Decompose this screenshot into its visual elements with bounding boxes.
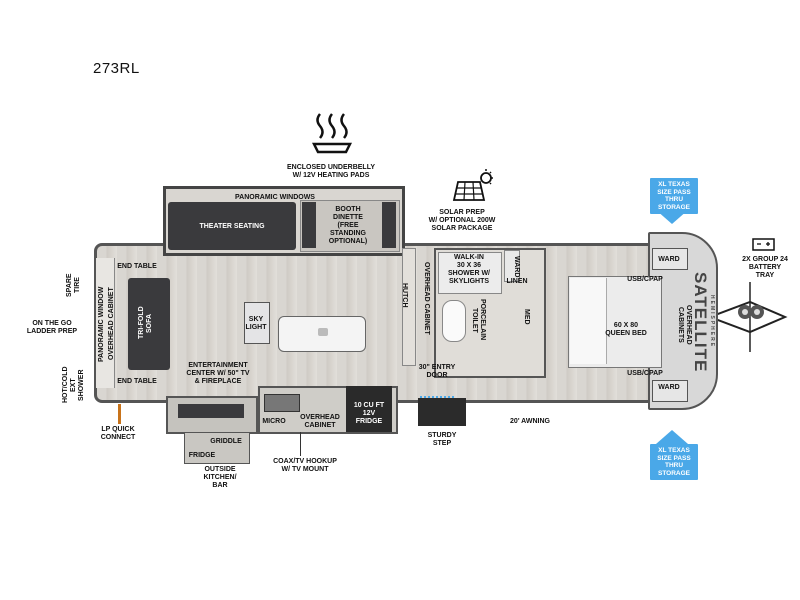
overhead-cabinets-bed-label: OVERHEAD CABINETS [677,305,692,345]
brand-sub-label: HEMISPHERE [709,295,715,349]
queen-bed-label: 60 X 80 QUEEN BED [605,322,647,337]
end-table-bottom-label: END TABLE [117,378,157,385]
solar-panel-icon [452,169,493,201]
porcelain-toilet-label: PORCELAIN TOILET [471,299,486,341]
xl-storage-top-badge: XL TEXAS SIZE PASS THRU STORAGE [650,178,698,214]
battery-icon [752,238,775,251]
enclosed-underbelly-label: ENCLOSED UNDERBELLY W/ 12V HEATING PADS [286,164,376,179]
model-name: 273RL [93,60,140,77]
micro-label: MICRO [262,418,286,425]
brand-logo: SATELLITE [691,271,710,373]
wardrobe-top [652,248,688,270]
arrow-up-icon [656,430,688,444]
walk-in-shower-label: WALK-IN 30 X 36 SHOWER W/ SKYLIGHTS [448,254,490,285]
entry-door[interactable] [420,396,454,399]
overhead-cabinet-bottom-label: OVERHEAD CABINET [300,414,340,429]
linen-label: LINEN [506,278,528,285]
sky-light-label: SKY LIGHT [245,316,267,331]
panoramic-window-side-label: PANORAMIC WINDOW [98,286,105,362]
lp-line [118,404,121,424]
entertainment-center-label: ENTERTAINMENT CENTER W/ 50" TV & FIREPLA… [186,362,250,385]
med-label: MED [523,309,530,325]
fridge-12v [346,386,392,432]
porcelain-toilet [442,300,466,342]
tri-fold-sofa [128,278,170,370]
theater-seating [168,202,296,250]
spare-tire-label: SPARE TIRE [66,273,81,297]
battery-tray-label: 2X GROUP 24 BATTERY TRAY [742,256,788,279]
arrow-down-icon [656,210,688,224]
booth-dinette-label: BOOTH DINETTE (FREE STANDING OPTIONAL) [328,206,368,245]
microwave [264,394,300,412]
ward-bottom-label: WARD [658,384,680,391]
tri-fold-sofa-label: TRI-FOLD SOFA [138,306,153,340]
hitch-graphic [710,282,788,352]
hot-cold-shower-label: HOT/COLD EXT SHOWER [62,366,85,404]
solar-prep-label: SOLAR PREP W/ OPTIONAL 200W SOLAR PACKAG… [428,209,496,232]
ward-top-label: WARD [658,256,680,263]
sky-light [244,302,270,344]
usb-cpap-bottom-label: USB/CPAP [627,370,663,377]
panoramic-windows-label: PANORAMIC WINDOWS [235,194,315,201]
overhead-cabinet-kitchen-label: OVERHEAD CABINET [423,261,430,335]
coax-tv-label: COAX/TV HOOKUP W/ TV MOUNT [273,458,337,473]
heat-pad-icon [312,113,352,154]
awning-label: 20' AWNING [510,418,550,425]
ward-bath-label: WARD [513,256,520,278]
fridge-outside-label: FRIDGE [188,452,216,459]
sturdy-step [418,398,466,426]
sun-icon [480,172,492,184]
lp-quick-connect-label: LP QUICK CONNECT [100,426,136,441]
theater-seating-label: THEATER SEATING [199,223,265,230]
xl-storage-bottom-badge: XL TEXAS SIZE PASS THRU STORAGE [650,444,698,480]
on-the-go-ladder-label: ON THE GO LADDER PREP [26,320,78,335]
walk-in-shower [438,252,502,294]
usb-cpap-top-label: USB/CPAP [627,276,663,283]
end-table-top-label: END TABLE [117,263,157,270]
outside-kitchen-label: OUTSIDE KITCHEN/ BAR [203,466,237,489]
fridge-12v-label: 10 CU FT 12V FRIDGE [353,402,385,425]
wardrobe-bottom [652,380,688,402]
entry-door-label: 30" ENTRY DOOR [418,364,456,379]
sink-icon [318,328,328,336]
sturdy-step-label: STURDY STEP [427,432,457,447]
overhead-cabinet-side-label: OVERHEAD CABINET [108,287,115,361]
griddle-label: GRIDDLE [210,438,242,445]
hutch-label: HUTCH [401,282,408,308]
